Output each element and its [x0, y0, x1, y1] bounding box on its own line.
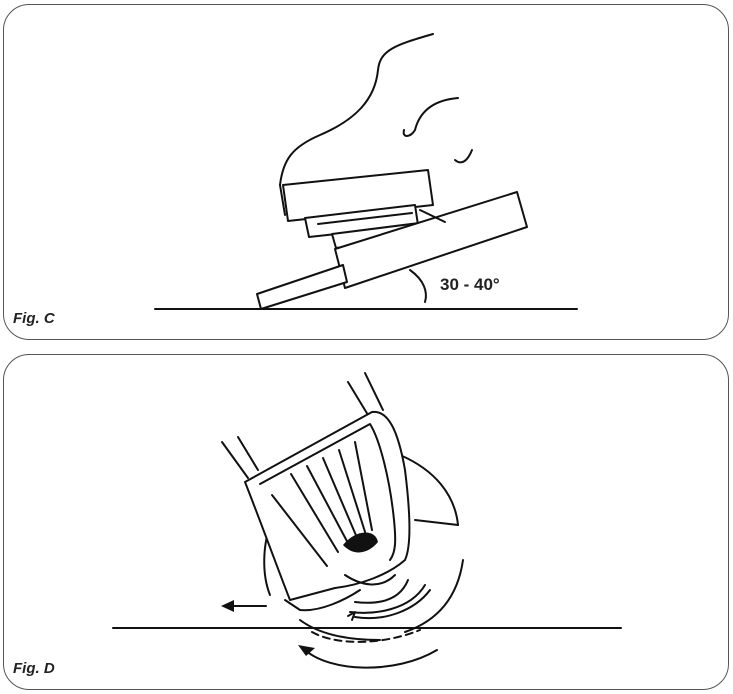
grinder-handle — [279, 33, 473, 216]
grinder-body — [282, 169, 528, 289]
grinding-disc — [256, 264, 348, 310]
figure-c-panel — [3, 4, 729, 340]
direction-arrow — [221, 600, 267, 612]
rotation-arrowhead — [298, 645, 315, 656]
figure-c-label: Fig. C — [13, 310, 55, 327]
figure-d-label: Fig. D — [13, 660, 55, 677]
figure-c-illustration — [154, 33, 578, 310]
grinder-top-view — [221, 372, 411, 612]
indicator-mark — [343, 532, 378, 553]
angle-arc — [409, 269, 427, 303]
figure-d-illustration — [112, 372, 622, 669]
rotation-arrows — [298, 579, 438, 669]
angle-label: 30 - 40° — [440, 275, 500, 294]
disc-circle — [263, 454, 464, 641]
